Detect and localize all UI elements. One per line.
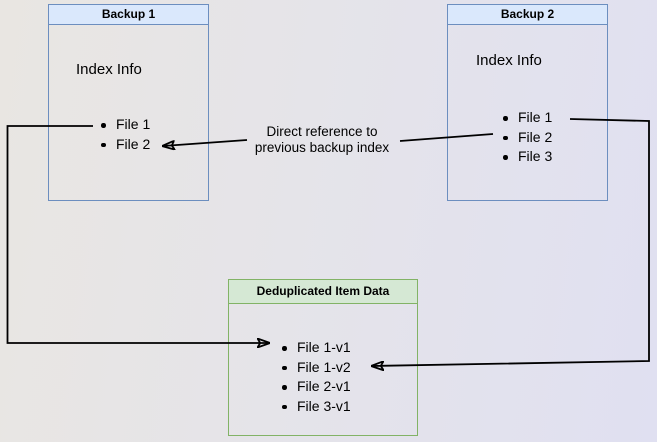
backup-1-index-info-label: Index Info (76, 61, 142, 78)
list-item: File 1 (502, 108, 552, 128)
backup-2-box: Backup 2 Index Info File 1 File 2 File 3 (447, 4, 608, 201)
backup-2-header: Backup 2 (448, 5, 607, 25)
backup-1-header: Backup 1 (49, 5, 208, 25)
backup-1-box: Backup 1 Index Info File 1 File 2 (48, 4, 209, 201)
list-item: File 3 (502, 147, 552, 167)
dedup-file-list: File 1-v1 File 1-v2 File 2-v1 File 3-v1 (281, 338, 351, 416)
list-item: File 1-v2 (281, 358, 351, 378)
direct-reference-annotation: Direct reference to previous backup inde… (227, 124, 417, 156)
list-item: File 2 (100, 135, 150, 155)
annotation-line-1: Direct reference to (266, 124, 378, 139)
deduplicated-item-data-box: Deduplicated Item Data File 1-v1 File 1-… (228, 279, 418, 436)
backup-2-index-info-label: Index Info (476, 52, 542, 69)
list-item: File 2 (502, 128, 552, 148)
annotation-line-2: previous backup index (254, 140, 390, 155)
list-item: File 3-v1 (281, 397, 351, 417)
list-item: File 2-v1 (281, 377, 351, 397)
list-item: File 1 (100, 115, 150, 135)
backup-2-file-list: File 1 File 2 File 3 (502, 108, 552, 167)
backup-1-file-list: File 1 File 2 (100, 115, 150, 154)
deduplicated-item-data-header: Deduplicated Item Data (229, 280, 417, 304)
list-item: File 1-v1 (281, 338, 351, 358)
